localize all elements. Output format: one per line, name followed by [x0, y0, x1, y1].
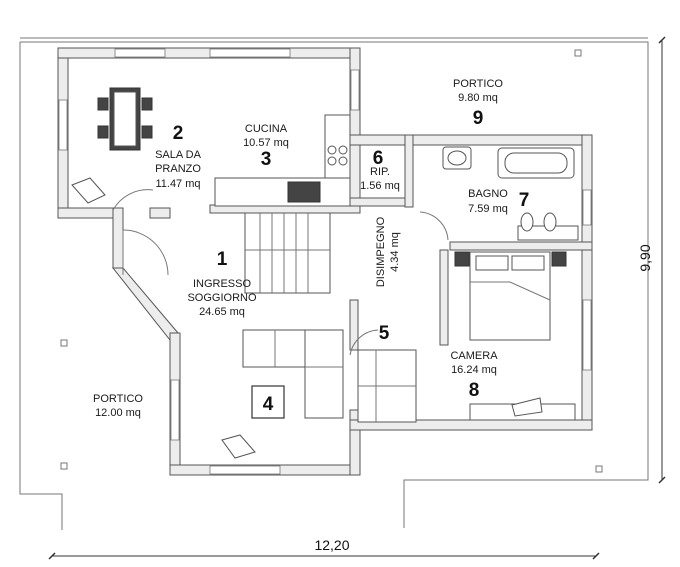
room-1-area: 24.65 mq: [199, 306, 245, 318]
staircase: [244, 212, 331, 294]
room-4-label: 4 PORTICO 12.00 mq: [93, 393, 274, 419]
room-6-name: RIP.: [370, 166, 390, 178]
portico-outline: [19, 37, 649, 530]
room-5-label: DISIMPEGNO 4.34 mq 5: [375, 216, 401, 344]
room-9-number: 9: [473, 108, 484, 129]
bath-fixtures: [442, 146, 579, 241]
dimension-depth: 9,90: [637, 36, 666, 484]
room-1-name-line-2: SOGGIORNO: [187, 292, 257, 304]
room-4-area: 12.00 mq: [95, 407, 141, 419]
room-8-label: CAMERA 16.24 mq 8: [450, 350, 498, 401]
room-2-number: 2: [173, 123, 184, 144]
room-8-area: 16.24 mq: [451, 364, 497, 376]
wardrobe: [357, 349, 417, 423]
room-6-label: 6 RIP. 1.56 mq: [360, 148, 400, 192]
room-3-name: CUCINA: [245, 123, 288, 135]
room-4-box: [251, 385, 285, 419]
dimension-depth-label: 9,90: [637, 244, 653, 271]
room-9-label: PORTICO 9.80 mq 9: [453, 78, 503, 129]
room-4-name: PORTICO: [93, 393, 143, 405]
room-7-number: 7: [519, 190, 530, 211]
room-2-name-line-1: SALA DA: [155, 149, 202, 161]
room-7-label: BAGNO 7 7.59 mq: [468, 188, 529, 215]
armchairs: [71, 177, 256, 459]
room-2-name-line-2: PRANZO: [155, 163, 201, 175]
dimension-width: 12,20: [48, 537, 600, 560]
room-3-number: 3: [261, 149, 272, 170]
room-9-name: PORTICO: [453, 78, 503, 90]
room-5-name: DISIMPEGNO: [375, 216, 387, 287]
room-5-number: 5: [379, 323, 390, 344]
room-1-number: 1: [217, 249, 228, 270]
room-2-area: 11.47 mq: [155, 178, 200, 190]
kitchen-counter: [214, 114, 351, 207]
pillars: [60, 49, 603, 473]
room-8-number: 8: [469, 380, 480, 401]
windows: [58, 48, 592, 475]
doors: [112, 189, 449, 356]
room-3-label: CUCINA 10.57 mq 3: [243, 123, 289, 170]
sofa: [242, 329, 344, 419]
dimension-width-label: 12,20: [314, 537, 349, 553]
room-1-name-line-1: INGRESSO: [193, 278, 252, 290]
room-8-name: CAMERA: [450, 350, 498, 362]
room-2-label: 2 SALA DA PRANZO 11.47 mq: [155, 123, 202, 190]
room-1-label: 1 INGRESSO SOGGIORNO 24.65 mq: [187, 249, 257, 318]
room-3-area: 10.57 mq: [243, 137, 289, 149]
room-6-number: 6: [373, 148, 384, 169]
room-7-area: 7.59 mq: [468, 203, 508, 215]
desk: [469, 397, 576, 421]
dining-table: [97, 87, 153, 151]
room-7-name: BAGNO: [468, 188, 508, 200]
room-6-area: 1.56 mq: [360, 180, 400, 192]
room-9-area: 9.80 mq: [458, 92, 498, 104]
bed: [454, 251, 567, 341]
room-5-area: 4.34 mq: [389, 232, 401, 272]
room-4-number: 4: [263, 394, 274, 415]
